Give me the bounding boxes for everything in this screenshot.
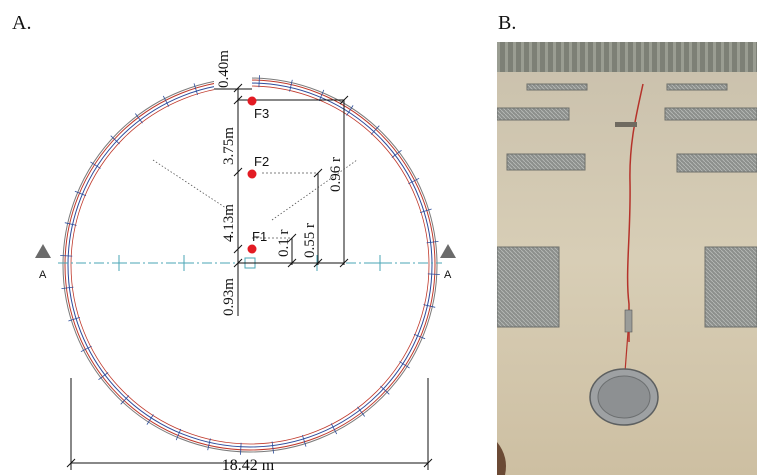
wall-stiffener-tick <box>413 333 426 340</box>
diameter-tick-right <box>423 458 433 468</box>
wall-stiffener-tick <box>380 385 390 395</box>
wall-stiffener-tick <box>240 442 242 455</box>
sensor-f2-dot <box>247 169 257 179</box>
sensor-cable <box>626 83 644 342</box>
wall-inner-red-ring <box>70 85 430 445</box>
cable-clamp <box>615 122 637 127</box>
wall-stiffener-tick <box>258 75 260 88</box>
wall-stiffener-tick <box>80 345 92 353</box>
silo-plan-drawing: A A 0.40m 3.75m 4.13m 0.93m 0.1 r 0.55 r… <box>35 50 456 474</box>
wall-stiffener-tick <box>426 241 439 244</box>
wall-stiffener-tick <box>120 395 130 405</box>
cable-connector <box>624 309 633 333</box>
silo-floor-photo <box>497 42 757 475</box>
dimension-f1-to-center: 0.93m <box>221 278 237 316</box>
wall-stiffener-tick <box>74 190 87 197</box>
wall-blue-ring <box>67 82 433 448</box>
cable-lead <box>624 331 629 373</box>
radial-dimension-ticks <box>287 95 349 268</box>
panel-a-label: A. <box>12 12 32 34</box>
dimension-f3-to-f2: 3.75m <box>221 127 237 165</box>
sensor-f2-label: F2 <box>254 154 269 169</box>
wall-stiffener-tick <box>318 89 325 102</box>
wall-stiffener-tick <box>302 434 307 447</box>
wall-stiffener-tick <box>289 79 293 92</box>
section-marker-right-label: A <box>444 269 452 281</box>
sensor-f3-label: F3 <box>254 106 269 121</box>
section-marker-left-triangle <box>35 244 51 258</box>
wall-stiffener-tick <box>193 83 198 96</box>
wall-stiffener-tick <box>419 208 432 213</box>
wall-stiffener-tick <box>370 125 380 135</box>
wall-stiffener-tick <box>134 113 143 124</box>
sensor-f1-dot <box>247 244 257 254</box>
wall-stiffener-tick <box>207 438 211 451</box>
dimension-top-gap: 0.40m <box>216 50 232 88</box>
dimension-f2-radial: 0.55 r <box>302 223 318 258</box>
wall-stiffener-tick <box>330 423 338 435</box>
section-marker-right-triangle <box>440 244 456 258</box>
wall-stiffener-tick <box>346 105 354 116</box>
pressure-sensor-plate-inner <box>597 375 651 419</box>
wall-opening-gap <box>214 76 252 92</box>
wall-stiffener-tick <box>408 177 420 185</box>
dimension-f1-radial: 0.1 r <box>276 230 292 258</box>
wall-stiffener-tick <box>175 428 182 441</box>
wall-stiffener-tick <box>68 317 81 322</box>
dimension-diameter: 18.42 m <box>222 457 275 474</box>
diameter-tick-left <box>66 458 76 468</box>
wall-stiffener-tick <box>162 95 170 107</box>
wall-stiffener-tick <box>60 255 73 257</box>
wall-stiffener-tick <box>391 149 402 158</box>
wall-stiffener-tick <box>423 304 436 308</box>
wall-stiffener-tick <box>61 286 74 289</box>
wall-stiffener-tick <box>271 441 274 454</box>
wall-stiffener-tick <box>110 135 120 145</box>
wall-stiffener-tick <box>64 222 77 226</box>
wall-stiffener-tick <box>427 273 440 275</box>
silo-wall <box>60 75 440 455</box>
sensor-f1-label: F1 <box>252 229 267 244</box>
silo-wall-corrugated <box>497 42 757 72</box>
panel-b-label: B. <box>498 12 517 34</box>
dimension-f2-to-f1: 4.13m <box>221 204 237 242</box>
wall-stiffener-tick <box>399 361 410 369</box>
sensor-f3-dot <box>247 96 257 106</box>
section-marker-left-label: A <box>39 269 47 281</box>
photo-corner-object <box>497 442 506 475</box>
wall-stiffener-tick <box>146 414 154 425</box>
wall-stiffener-ticks <box>60 75 440 455</box>
section-axis-crosses <box>113 255 386 271</box>
wall-stiffener-tick <box>90 161 101 169</box>
dimension-f3-radial: 0.96 r <box>328 157 344 192</box>
wall-stiffener-tick <box>357 406 366 417</box>
wall-stiffener-tick <box>98 372 109 381</box>
floor-vent-grates <box>497 83 757 328</box>
